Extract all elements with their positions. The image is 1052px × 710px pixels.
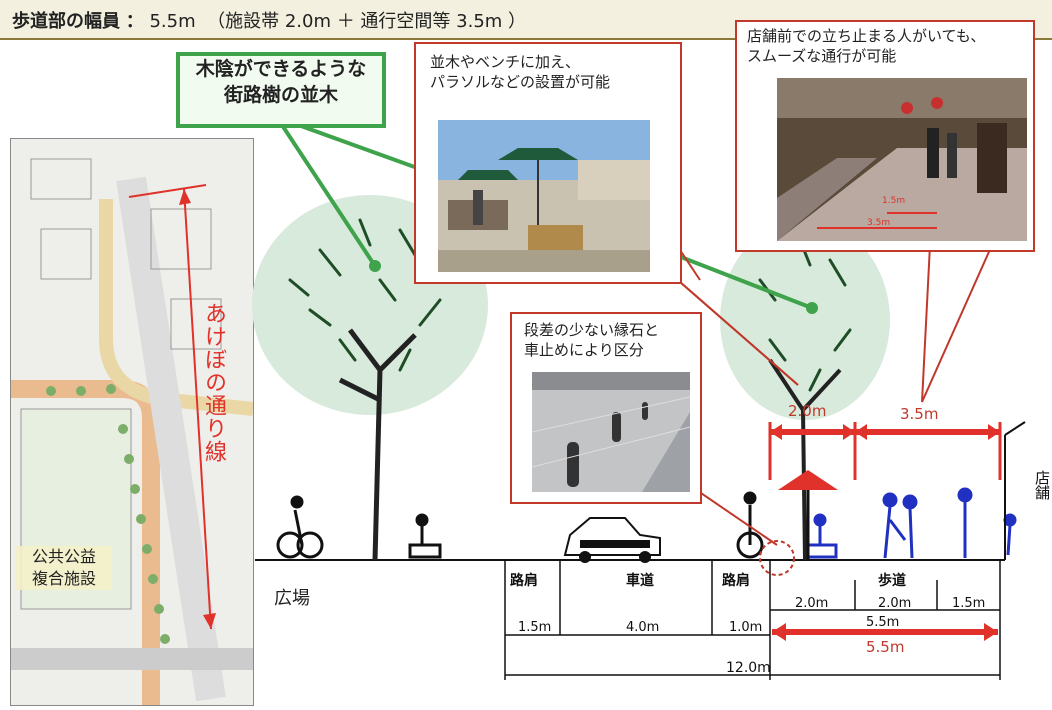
left-cyclist — [276, 495, 324, 559]
photo-inset-label-1: 1.5m — [882, 196, 906, 206]
dim-red-total: 5.5m — [866, 638, 905, 656]
parasol — [778, 470, 838, 560]
car-figure — [563, 517, 661, 563]
pedestrians — [806, 487, 1017, 559]
curb-callout: 段差の少ない縁石と 車止めにより区分 — [510, 312, 702, 504]
zone-shoulder-right: 路肩 — [722, 573, 750, 589]
dim-row2-shoulder-left: 1.5m — [518, 620, 552, 635]
zone-shoulder-left: 路肩 — [510, 573, 538, 589]
dim-row2-sidewalk: 5.5m — [866, 615, 900, 630]
dim-facility-band: 2.0m — [788, 402, 827, 420]
zone-sidewalk: 歩道 — [878, 573, 906, 589]
dim-total-width: 12.0m — [726, 660, 771, 676]
zone-roadway: 車道 — [626, 573, 654, 589]
parasol-callout: 並木やベンチに加え、 パラソルなどの設置が可能 — [414, 42, 682, 284]
street-tree-right — [720, 220, 890, 561]
shop-front-callout: 店舗前での立ち止まる人がいても、 スムーズな通行が可能 1.5m 3.5m — [735, 20, 1035, 252]
dim-row1-c: 1.5m — [952, 596, 986, 611]
curb-photo — [532, 372, 690, 492]
dim-row2-roadway: 4.0m — [626, 620, 660, 635]
shop-label: 店舗 — [1033, 470, 1051, 500]
shop-street-photo: 1.5m 3.5m — [777, 78, 1027, 241]
dim-row1-b: 2.0m — [878, 596, 912, 611]
plaza-label: 広場 — [274, 588, 310, 609]
dim-passage: 3.5m — [900, 405, 939, 423]
plan-map-drawing — [11, 139, 253, 705]
facility-label: 公共公益 複合施設 — [16, 546, 112, 590]
parasol-photo — [438, 120, 650, 272]
right-cyclist — [736, 491, 764, 559]
dim-row2-shoulder-right: 1.0m — [729, 620, 763, 635]
street-trees-callout: 木陰ができるような 街路樹の並木 — [176, 52, 386, 128]
seated-person-left — [408, 513, 442, 559]
dim-row1-a: 2.0m — [795, 596, 829, 611]
photo-inset-label-2: 3.5m — [867, 218, 891, 228]
route-name-label: あけぼの通り線 — [201, 302, 226, 463]
plan-map — [10, 138, 254, 706]
sidewalk-width-title: 歩道部の幅員 ： 5.5m （施設帯 2.0m ＋ 通行空間等 3.5m ） — [12, 11, 527, 32]
